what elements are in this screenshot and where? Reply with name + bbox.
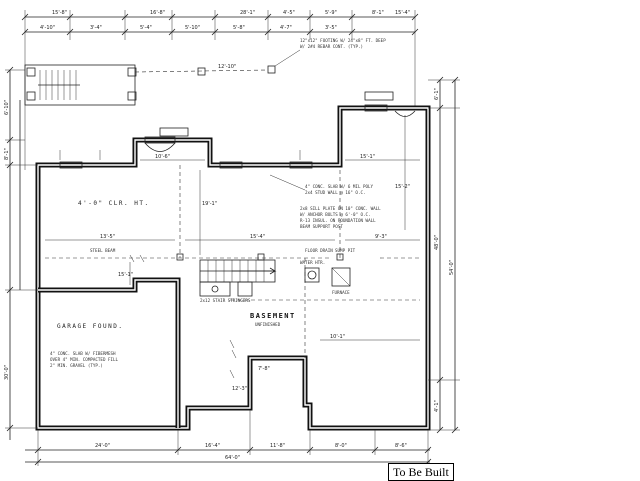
inner-dim-9: 15'-1": [118, 272, 133, 278]
inner-dim-11: 12'-3": [232, 386, 247, 392]
left-dim-2: 8'-1": [4, 148, 10, 160]
right-dim-2: 54'-0": [449, 260, 455, 275]
right-dim-4: 4'-1": [434, 400, 440, 412]
top-dim-1: 15'-8": [52, 10, 67, 16]
inner-dim-8: 10'-1": [330, 334, 345, 340]
top-dim-7: 15'-4": [395, 10, 410, 16]
bottom-dim-5: 8'-6": [395, 443, 407, 449]
inner-dim-2: 15'-4": [250, 234, 265, 240]
left-dimension-lines: 6'-10" 8'-1" 30'-0": [4, 66, 38, 440]
bottom-dim-1: 24'-0": [95, 443, 110, 449]
upper-room-label: 4'-0" CLR. HT.: [78, 200, 150, 207]
left-dim-3: 30'-0": [4, 365, 10, 380]
note-garage-slab-1: 4" CONC. SLAB W/ FIBERMESH: [50, 351, 116, 356]
note-insul: R-13 INSUL. ON FOUNDATION WALL: [300, 218, 376, 223]
inner-dim-10: 7'-8": [258, 366, 270, 372]
bottom-dim-total: 64'-0": [225, 455, 240, 461]
inner-dim-7: 15'-2": [395, 184, 410, 190]
note-slab: 4" CONC. SLAB W/ 6 MIL POLY: [305, 184, 374, 189]
bottom-dim-3: 11'-8": [270, 443, 285, 449]
basement-label: BASEMENT: [250, 312, 296, 320]
top-dim-3: 28'-1": [240, 10, 255, 16]
basement-sublabel: UNFINISHED: [255, 322, 281, 327]
note-steel-beam: STEEL BEAM: [90, 248, 116, 253]
top-dim2-4: 5'-10": [185, 25, 200, 31]
bottom-dim-4: 8'-0": [335, 443, 347, 449]
top-dim-2: 16'-8": [150, 10, 165, 16]
mechanical-equipment: WATER HTR. FURNACE: [300, 260, 351, 295]
window-openings: [59, 91, 416, 169]
note-sill-1: 2x8 SILL PLATE ON 10" CONC. WALL: [300, 206, 381, 211]
bottom-dimension-lines: 24'-0" 16'-4" 11'-8" 8'-0" 8'-6" 64'-0": [25, 410, 432, 466]
bottom-dim-2: 16'-4": [205, 443, 220, 449]
sketch-marks: [59, 150, 301, 379]
inner-dim-1: 13'-5": [100, 234, 115, 240]
top-dim2-7: 3'-5": [325, 25, 337, 31]
top-dim-4: 4'-5": [283, 10, 295, 16]
basement-stairs: 2x12 STAIR STRINGERS: [199, 259, 277, 303]
note-stringers: 2x12 STAIR STRINGERS: [200, 298, 251, 303]
top-dim2-2: 3'-4": [90, 25, 102, 31]
top-dim-6: 8'-1": [372, 10, 384, 16]
note-garage-slab-3: 2" MIN. GRAVEL (TYP.): [50, 363, 103, 368]
left-dim-1: 6'-10": [4, 100, 10, 115]
interior-dimensions: 13'-5" 15'-4" 9'-3" 10'-6" 15'-1" 19'-1"…: [45, 115, 420, 392]
note-stud: 2x4 STUD WALL @ 16" O.C.: [305, 190, 366, 195]
construction-notes: 4" CONC. SLAB W/ 6 MIL POLY 2x4 STUD WAL…: [50, 174, 381, 368]
note-footing-1: 12"x12" FOOTING W/ 24"x8" FT. DEEP: [300, 38, 386, 43]
note-beam-post: BEAM SUPPORT POST: [300, 224, 343, 229]
top-dim-5: 5'-9": [325, 10, 337, 16]
note-furnace: FURNACE: [332, 290, 350, 295]
inner-dim-6: 19'-1": [202, 201, 217, 207]
top-dim2-3: 5'-4": [140, 25, 152, 31]
note-water-heater: WATER HTR.: [300, 260, 325, 265]
top-dim2-6: 4'-7": [280, 25, 292, 31]
foundation-walls: [35, 105, 431, 431]
garage-label: GARAGE FOUND.: [57, 323, 123, 330]
note-garage-slab-2: OVER 4" MIN. COMPACTED FILL: [50, 357, 119, 362]
to-be-built-stamp: To Be Built: [388, 463, 454, 481]
note-floor-drain: FLOOR DRAIN: [305, 248, 333, 253]
top-dim2-5: 5'-8": [233, 25, 245, 31]
note-sill-2: W/ ANCHOR BOLTS @ 6'-0" O.C.: [300, 212, 371, 217]
right-dimension-lines: 48'-0" 54'-0" 6'-1" 4'-1": [428, 76, 460, 434]
inner-dim-5: 15'-1": [360, 154, 375, 160]
deck-footings: 12"x12" FOOTING W/ 24"x8" FT. DEEP W/ 2#…: [24, 38, 386, 106]
note-footing-2: W/ 2#4 REBAR CONT. (TYP.): [300, 44, 363, 49]
top-dim2-1: 4'-10": [40, 25, 55, 31]
top-dimension-lines: 15'-8" 16'-8" 28'-1" 4'-5" 5'-9" 8'-1" 1…: [21, 10, 419, 170]
note-sump: SUMP PIT: [335, 248, 356, 253]
inner-dim-3: 9'-3": [375, 234, 387, 240]
right-dim-1: 48'-0": [434, 235, 440, 250]
inner-dim-deck: 12'-10": [218, 64, 236, 70]
right-dim-3: 6'-1": [434, 88, 440, 100]
inner-dim-4: 10'-6": [155, 154, 170, 160]
